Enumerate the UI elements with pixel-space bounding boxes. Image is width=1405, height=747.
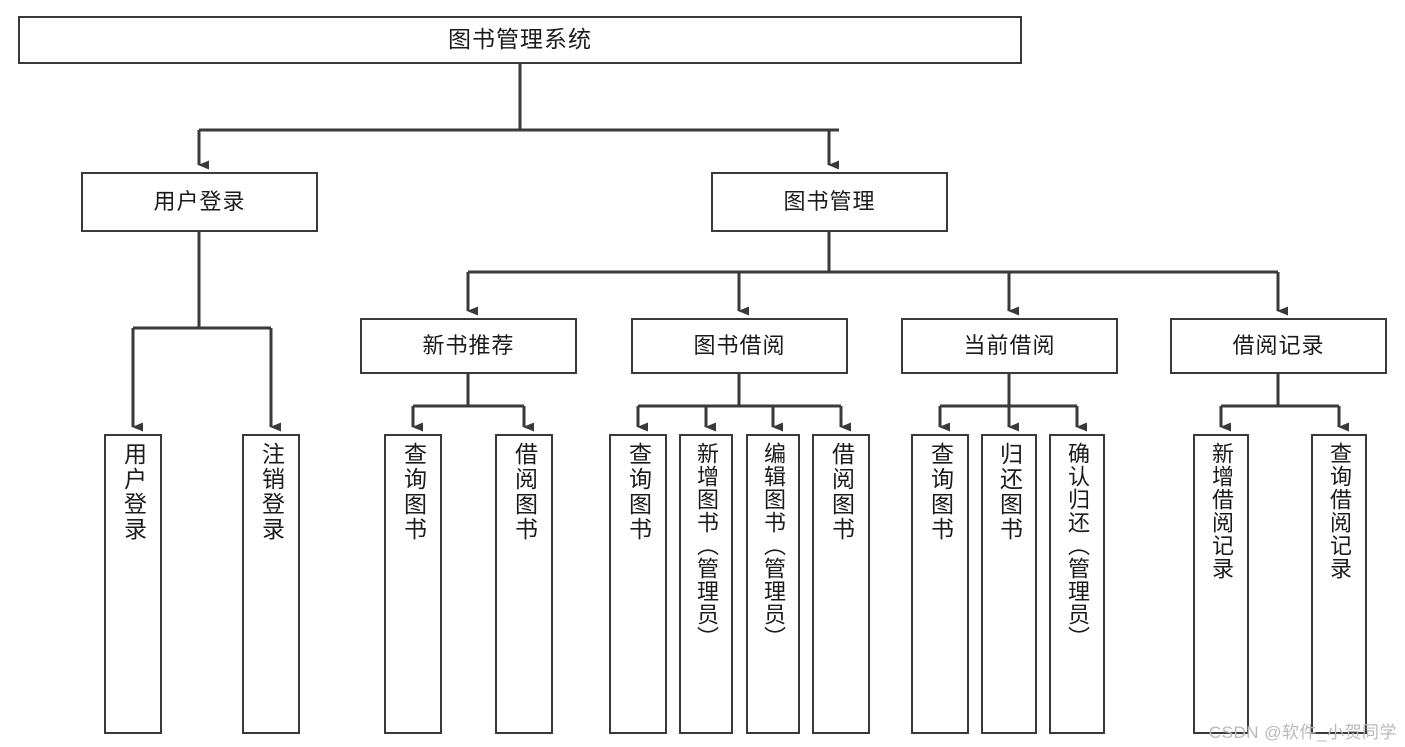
node-label: 确认归还（管理员） [1065,442,1090,649]
node-leaf-borrow-book-recommend[interactable]: 借阅图书 [495,434,553,734]
csdn-watermark: CSDN @软件_小贺同学 [1208,723,1397,742]
node-leaf-query-borrow-record[interactable]: 查询借阅记录 [1311,434,1367,734]
node-leaf-edit-book-admin[interactable]: 编辑图书（管理员） [746,434,800,734]
node-leaf-logout-login[interactable]: 注销登录 [242,434,300,734]
node-label: 当前借阅 [963,332,1056,358]
node-label: 新增借阅记录 [1209,442,1234,580]
node-label: 图书管理 [783,188,876,214]
node-leaf-query-book-borrow[interactable]: 查询图书 [609,434,667,734]
node-label: 查询图书 [927,442,954,542]
node-leaf-borrow-book-borrow[interactable]: 借阅图书 [812,434,870,734]
node-leaf-query-book-recommend[interactable]: 查询图书 [384,434,442,734]
node-borrow-record[interactable]: 借阅记录 [1170,318,1387,374]
node-label: 用户登录 [153,188,246,214]
node-label: 归还图书 [996,442,1023,542]
node-leaf-add-book-admin[interactable]: 新增图书（管理员） [679,434,733,734]
node-label: 图书管理系统 [448,26,592,53]
node-label: 借阅图书 [828,442,855,542]
node-label: 查询图书 [625,442,652,542]
node-label: 借阅记录 [1232,332,1325,358]
node-leaf-add-borrow-record[interactable]: 新增借阅记录 [1193,434,1249,734]
node-label: 借阅图书 [511,442,538,542]
node-label: 图书借阅 [693,332,786,358]
node-leaf-confirm-return-admin[interactable]: 确认归还（管理员） [1049,434,1105,734]
node-current-borrow[interactable]: 当前借阅 [901,318,1118,374]
node-label: 查询图书 [400,442,427,542]
node-leaf-return-book[interactable]: 归还图书 [981,434,1037,734]
node-label: 编辑图书（管理员） [761,442,786,649]
node-label: 新书推荐 [422,332,515,358]
node-book-management[interactable]: 图书管理 [711,172,948,232]
node-label: 用户登录 [120,442,147,542]
node-leaf-user-login[interactable]: 用户登录 [104,434,162,734]
node-label: 查询借阅记录 [1327,442,1352,580]
node-user-login[interactable]: 用户登录 [81,172,318,232]
node-label: 新增图书（管理员） [694,442,719,649]
node-label: 注销登录 [258,442,285,542]
node-leaf-query-book-current[interactable]: 查询图书 [911,434,969,734]
node-root-book-management-system[interactable]: 图书管理系统 [18,16,1022,64]
node-book-borrow[interactable]: 图书借阅 [631,318,848,374]
node-new-book-recommend[interactable]: 新书推荐 [360,318,577,374]
